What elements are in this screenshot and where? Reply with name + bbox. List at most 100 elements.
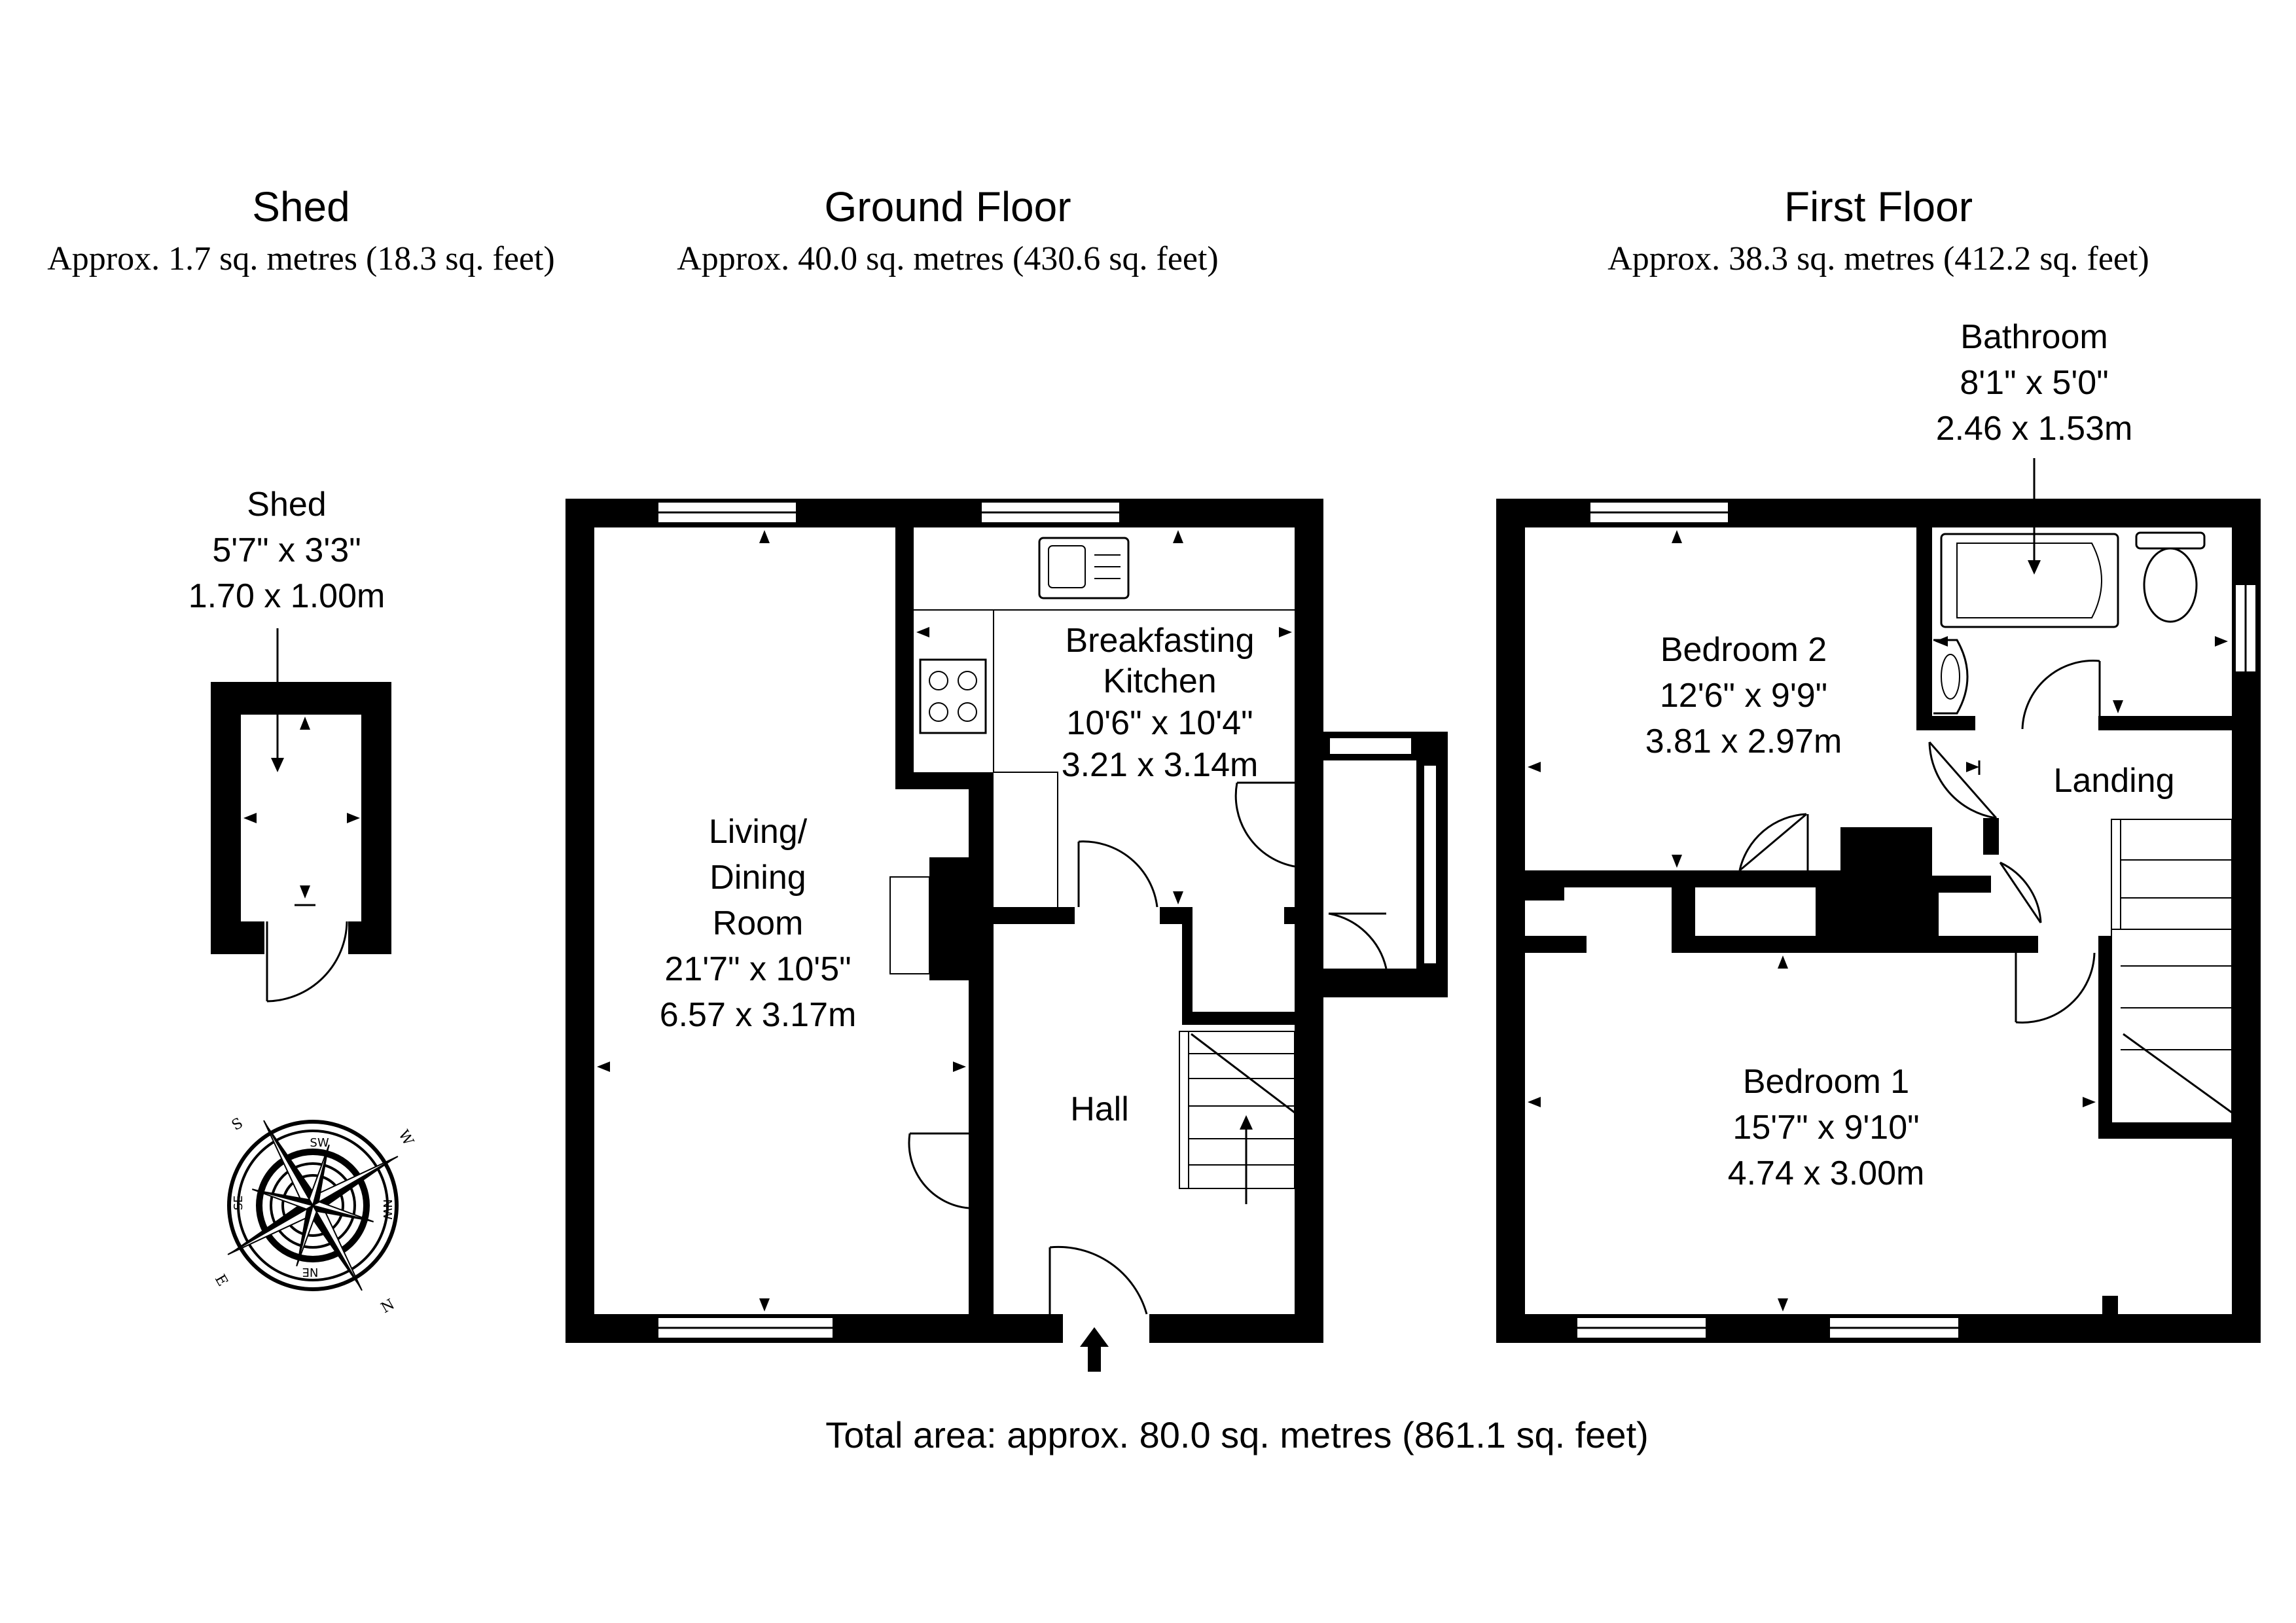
dimension-arrow xyxy=(916,627,929,637)
header-ground-floor-title: Ground Floor xyxy=(824,183,1071,230)
compass-ring xyxy=(256,1149,370,1262)
header-shed-title: Shed xyxy=(252,183,350,230)
compass-w: W xyxy=(395,1128,416,1149)
dimension-arrow xyxy=(2215,636,2228,647)
dimension-arrow xyxy=(300,885,310,899)
dimension-arrow xyxy=(1778,955,1788,969)
compass-ring xyxy=(237,1130,389,1281)
header-shed: Shed Approx. 1.7 sq. metres (18.3 sq. fe… xyxy=(47,183,555,277)
bathroom-metric: 2.46 x 1.53m xyxy=(1936,410,2133,448)
compass-ring xyxy=(281,1174,344,1237)
dimension-arrow xyxy=(1935,636,1948,647)
compass-n: N xyxy=(378,1296,397,1317)
dimension-arrow xyxy=(1672,855,1682,868)
wall xyxy=(969,772,994,1322)
bedroom-2-name: Bedroom 2 xyxy=(1660,631,1827,669)
kitchen-name-line1: Breakfasting xyxy=(1065,622,1254,660)
hob-icon xyxy=(919,658,987,734)
shed-plan xyxy=(211,628,391,1003)
compass-ring xyxy=(227,1120,399,1291)
door-leaf xyxy=(1928,741,1998,819)
dimension-arrow xyxy=(1528,762,1541,772)
wall xyxy=(361,682,391,954)
label-pointer-arrow xyxy=(2028,560,2041,575)
door-swing xyxy=(1738,813,1807,871)
wall xyxy=(211,682,241,954)
header-ground-floor: Ground Floor Approx. 40.0 sq. metres (43… xyxy=(677,183,1219,277)
dimension-arrow xyxy=(1778,1298,1788,1311)
door-swing xyxy=(1078,840,1158,908)
door-swing xyxy=(266,921,348,1003)
bath-icon xyxy=(1940,533,2119,628)
wall xyxy=(1672,870,1695,953)
chimney xyxy=(1840,827,1932,953)
chimney xyxy=(929,857,969,980)
wall xyxy=(565,499,594,1343)
entrance-arrow-icon xyxy=(1080,1327,1109,1372)
door-leaf xyxy=(1739,813,1807,872)
kitchen-name-line2: Kitchen xyxy=(1103,662,1216,700)
wall xyxy=(1983,818,1999,855)
first-floor-plan xyxy=(1496,458,2261,1343)
dimension-arrow xyxy=(2113,700,2123,713)
dimension-arrow xyxy=(759,530,770,543)
wall xyxy=(1496,499,1525,1343)
wall xyxy=(895,527,914,789)
header-first-floor-area: Approx. 38.3 sq. metres (412.2 sq. feet) xyxy=(1607,240,2149,277)
door-swing xyxy=(2000,861,2042,923)
wall xyxy=(1525,887,1564,901)
wall xyxy=(1525,936,1587,953)
kitchen-label: Breakfasting Kitchen 10'6" x 10'4" 3.21 … xyxy=(1062,622,1259,784)
kitchen-metric: 3.21 x 3.14m xyxy=(1062,746,1259,784)
living-room-name-line1: Living/ xyxy=(709,813,808,851)
door-swing xyxy=(908,1133,969,1209)
bedroom-1-name: Bedroom 1 xyxy=(1743,1063,1909,1101)
header-first-floor-title: First Floor xyxy=(1784,183,1973,230)
bedroom-2-imperial: 12'6" x 9'9" xyxy=(1660,677,1827,715)
door-leaf xyxy=(1999,862,2042,923)
wall xyxy=(1816,870,1842,953)
fireplace xyxy=(889,876,930,974)
wall xyxy=(211,921,264,954)
hall-label: Hall xyxy=(1070,1090,1129,1128)
shed-room-metric: 1.70 x 1.00m xyxy=(188,577,386,615)
wall xyxy=(2098,936,2111,1139)
compass-rose: S W E N SW NW NE SE xyxy=(211,1115,417,1317)
living-room-name-line2: Dining xyxy=(709,859,806,897)
door-swing xyxy=(1328,912,1388,969)
sink-icon xyxy=(1038,537,1130,599)
kitchen-imperial: 10'6" x 10'4" xyxy=(1066,704,1253,742)
dimension-arrow xyxy=(953,1061,966,1072)
wall xyxy=(348,921,391,954)
dimension-arrow xyxy=(1173,891,1183,904)
compass-sw: SW xyxy=(310,1136,329,1150)
header-first-floor: First Floor Approx. 38.3 sq. metres (412… xyxy=(1607,183,2149,277)
wall xyxy=(2102,1296,2118,1314)
wall xyxy=(994,907,1075,924)
dimension-arrow xyxy=(243,813,257,823)
stair-cut xyxy=(1191,1033,1295,1114)
porch-window xyxy=(1327,736,1414,757)
dimension-arrow xyxy=(759,1298,770,1311)
compass-ne: NE xyxy=(302,1265,319,1279)
door-swing xyxy=(1234,782,1295,868)
wall xyxy=(1916,716,1975,730)
compass-nw: NW xyxy=(380,1199,394,1219)
toilet-icon xyxy=(2135,531,2206,550)
dimension-arrow xyxy=(1672,530,1682,543)
wall xyxy=(1924,876,1939,953)
living-room-label: Living/ Dining Room 21'7" x 10'5" 6.57 x… xyxy=(660,813,857,1034)
compass-e: E xyxy=(211,1272,231,1289)
door-swing xyxy=(2015,952,2096,1024)
basin-icon xyxy=(1933,639,1969,715)
wall xyxy=(1149,1314,1323,1343)
wall xyxy=(1182,907,1193,1021)
bathroom-name: Bathroom xyxy=(1960,318,2108,356)
landing-label: Landing xyxy=(2053,762,2174,800)
compass-ring xyxy=(270,1162,356,1249)
bedroom-1-metric: 4.74 x 3.00m xyxy=(1728,1154,1925,1192)
dimension-arrow xyxy=(347,813,360,823)
dimension-arrow xyxy=(1173,530,1183,543)
shed-room-name: Shed xyxy=(247,486,326,524)
